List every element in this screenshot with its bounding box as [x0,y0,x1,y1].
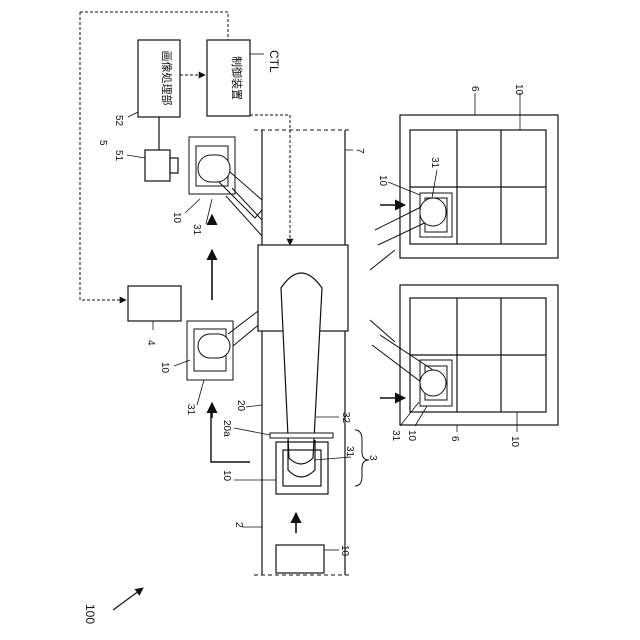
ref-guide: 20a [221,420,232,437]
ref-ctl: CTL [267,50,281,73]
ref-line: 7 [354,148,365,154]
camera [145,150,178,181]
ref-workpiece-rack-top-corner: 10 [513,84,524,96]
ref-workpiece-incoming: 10 [339,545,350,557]
ref-hand-left-top: 31 [191,224,202,236]
ref-hand-rack-top: 31 [429,157,440,169]
ref-workpiece-rack-bottom-corner: 10 [509,436,520,448]
controller-box [128,286,181,321]
guide-plate [270,433,333,438]
left-arm-bottom [198,308,262,358]
ref-robot-base: 20 [235,400,246,412]
control-device-label: 制御装置 [230,56,244,100]
image-processor-label: 画像処理部 [160,51,174,106]
ref-workpiece-conveyor: 10 [221,470,232,482]
ref-workpiece-left-bottom: 10 [159,362,170,374]
rack-bottom-arm [370,320,446,396]
ref-robot: 3 [367,455,378,461]
ref-hand-rack-bottom: 31 [390,430,401,442]
ref-hand-conveyor: 31 [344,446,355,458]
left-arm-top [198,155,262,236]
ref-workpiece-left-top: 10 [171,212,182,224]
ref-controller-box: 4 [145,340,156,346]
ref-hand-left-bottom: 31 [185,404,196,416]
ref-rack-top: 6 [469,86,480,92]
figure-pointer-arrow [113,588,143,610]
ref-camera-assembly: 5 [97,140,108,146]
ref-main: 100 [83,604,97,624]
ref-rack-bottom: 6 [449,436,460,442]
incoming-workpiece [276,545,324,573]
ref-camera: 51 [113,150,124,162]
conveyor-workpiece [276,442,328,494]
robot-brace [355,430,369,486]
ref-conveyor: 2 [233,522,244,528]
ref-image-processor: 52 [113,115,124,127]
ref-workpiece-rack-bottom: 10 [406,430,417,442]
ref-workpiece-rack-top: 10 [377,175,388,187]
image-processor-box: 画像処理部 [138,40,180,117]
ref-arm: 32 [340,412,351,424]
control-device-box: 制御装置 [207,40,250,116]
